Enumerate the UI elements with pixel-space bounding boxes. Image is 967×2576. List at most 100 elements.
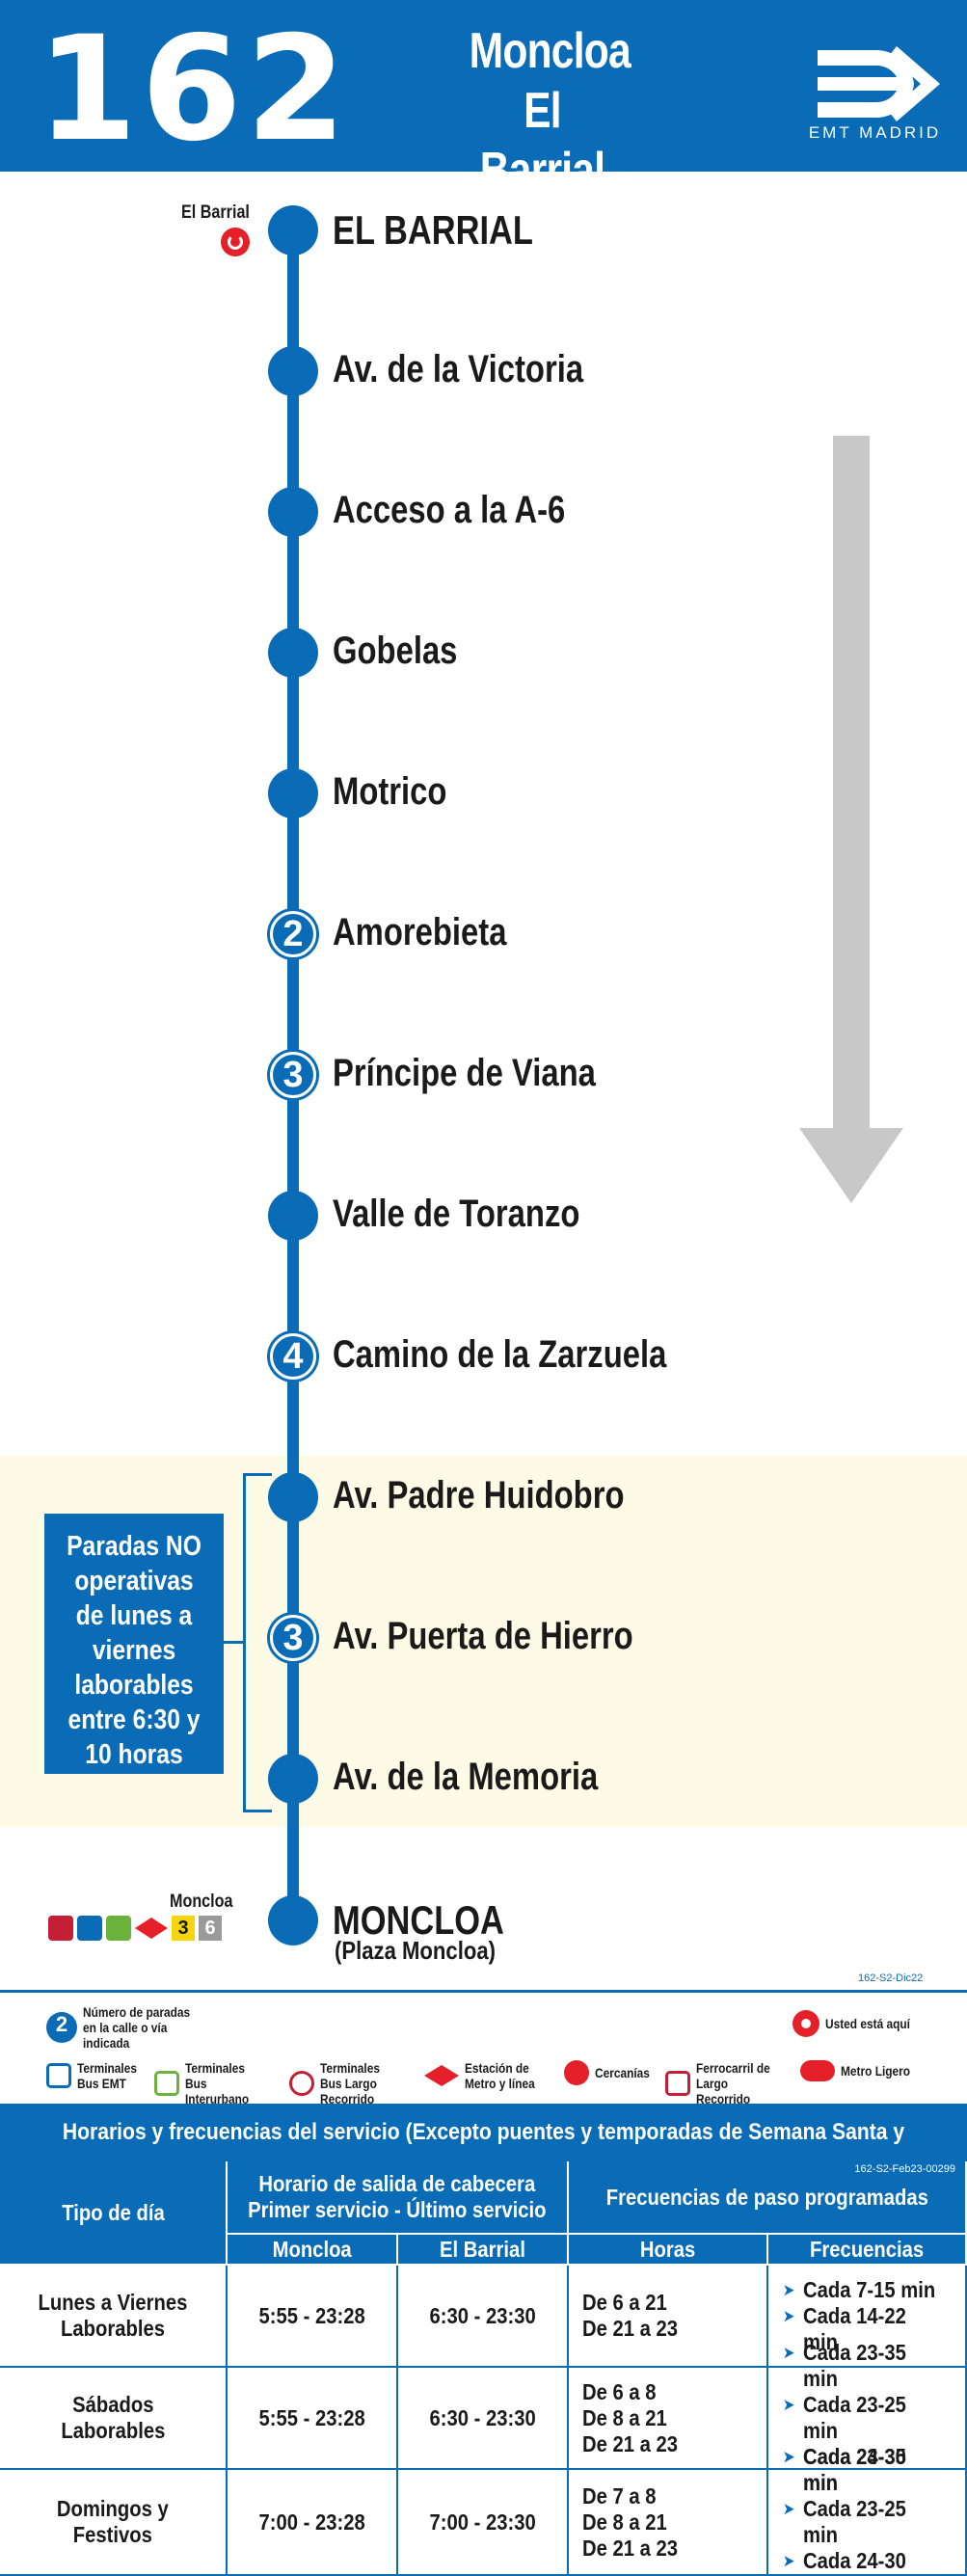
bracket-tick — [224, 1641, 245, 1644]
cell-line: Cada 7-15 min — [783, 2277, 946, 2303]
cell-line: De 8 a 21 — [582, 2404, 667, 2430]
cell-line: Sábados — [71, 2392, 154, 2417]
cell-line: De 6 a 8 — [582, 2378, 657, 2404]
bus-interurbano-icon — [154, 2071, 179, 2096]
cercanias-icon — [564, 2060, 589, 2085]
header: 162 Moncloa El Barrial EMT MADRID — [0, 0, 967, 199]
cell-text: Frecuencias — [809, 2236, 925, 2262]
stop-item: 4 Camino de la Zarzuela — [0, 1324, 967, 1391]
cell-line: De 8 a 21 — [582, 2509, 667, 2535]
legend-you-are-here: Usted está aquí — [792, 2010, 925, 2037]
header-barrial: El Barrial — [398, 2235, 569, 2266]
metro-line-3: 3 — [172, 1916, 195, 1941]
stop-dot — [268, 1754, 318, 1804]
cercanias-icon — [221, 228, 250, 256]
stop-name: Av. de la Memoria — [333, 1756, 599, 1798]
cell-text: Horas — [639, 2236, 696, 2262]
row-barrial-times: 6:30 - 23:30 — [398, 2266, 569, 2368]
moncloa-label: Moncloa — [170, 1892, 233, 1912]
stop-item: Av. de la Victoria — [0, 338, 967, 406]
stop-name: Amorebieta — [333, 911, 507, 953]
legend: 2 Número de paradas en la calle o vía in… — [0, 1990, 967, 2106]
cell-line: Festivos — [72, 2522, 153, 2547]
stop-count-badge: 4 — [270, 1333, 316, 1380]
cell-line: De 21 a 23 — [582, 2316, 679, 2341]
row-moncloa-times: 5:55 - 23:28 — [228, 2368, 398, 2470]
legend-label: Terminales Bus Largo Recorrido — [320, 2060, 380, 2106]
legend-label: Ferrocarril de Largo Recorrido — [696, 2060, 770, 2106]
stop-item: 2 Amorebieta — [0, 901, 967, 969]
note-line: Paradas NO — [67, 1531, 201, 1562]
legend-item: Estación de Metro y línea — [424, 2060, 561, 2091]
stop-item: Acceso a la A-6 — [0, 479, 967, 547]
legend-label: Metro Ligero — [841, 2063, 911, 2079]
metro-line-6: 6 — [199, 1916, 222, 1941]
metro-icon — [424, 2065, 459, 2086]
stop-item: Av. Padre Huidobro — [0, 1464, 967, 1532]
header-moncloa: Moncloa — [228, 2235, 398, 2266]
stop-dot — [268, 628, 318, 678]
stop-name: Motrico — [333, 770, 447, 813]
legend-item: Ferrocarril de Largo Recorrido — [665, 2060, 792, 2106]
stop-name: Av. Padre Huidobro — [333, 1474, 625, 1516]
cell-line: Primer servicio - Último servicio — [248, 2197, 547, 2222]
stop-name: Av. Puerta de Hierro — [333, 1615, 633, 1657]
cell-text: Moncloa — [272, 2236, 352, 2262]
cell-text: 7:00 - 23:28 — [258, 2509, 365, 2535]
stop-dot — [268, 1895, 318, 1945]
cell-text: 7:00 - 23:30 — [429, 2509, 536, 2535]
legend-label: Estación de Metro y línea — [465, 2060, 535, 2091]
stop-item: Valle de Toranzo — [0, 1183, 967, 1250]
stop-dot — [268, 1191, 318, 1241]
last-stop-subtitle: (Plaza Moncloa) — [335, 1936, 497, 1965]
stop-item: 3 Av. Puerta de Hierro — [0, 1605, 967, 1673]
timetable-title: Horarios y frecuencias del servicio (Exc… — [0, 2104, 967, 2203]
destination-2: El Barrial — [479, 83, 605, 199]
stop-name: MONCLOA — [333, 1897, 504, 1943]
stop-name: Camino de la Zarzuela — [333, 1333, 667, 1376]
direction-arrow-icon — [833, 436, 870, 1130]
cell-line: Cada 23-35 min — [783, 2340, 946, 2392]
bus-emt-icon — [77, 1916, 102, 1941]
cell-line: Cada 23-35 min — [783, 2444, 946, 2496]
cell-text: 5:55 - 23:28 — [258, 2302, 365, 2328]
bus-largo-recorrido-icon — [289, 2071, 314, 2096]
stop-count-badge: 2 — [270, 911, 316, 957]
stop-count-badge: 3 — [270, 1615, 316, 1661]
row-moncloa-times: 7:00 - 23:28 — [228, 2470, 398, 2576]
legend-item: Cercanías — [564, 2060, 659, 2085]
cell-line: Domingos y — [57, 2496, 169, 2521]
stop-name: Príncipe de Viana — [333, 1052, 596, 1094]
stop-name: Valle de Toranzo — [333, 1193, 580, 1235]
header-frequencies: Frecuencias — [768, 2235, 967, 2266]
note-line: de lunes a — [75, 1600, 193, 1631]
stop-dot — [268, 205, 318, 255]
metro-icon — [135, 1918, 168, 1939]
cell-line: Cada 23-25 min — [783, 2392, 946, 2444]
stop-item: Gobelas — [0, 620, 967, 687]
stop-dot — [268, 487, 318, 537]
cell-text: 5:55 - 23:28 — [258, 2404, 365, 2430]
cell-text: El Barrial — [440, 2236, 525, 2262]
stop-item: MONCLOA — [0, 1888, 967, 1955]
cell-line: De 6 a 21 — [582, 2290, 667, 2315]
logo-text: EMT MADRID — [808, 123, 942, 142]
stop-name: Acceso a la A-6 — [333, 489, 566, 531]
cell-line: De 21 a 23 — [582, 2430, 679, 2456]
legend-label: Terminales Bus EMT — [77, 2060, 137, 2091]
row-barrial-times: 6:30 - 23:30 — [398, 2368, 569, 2470]
cell-line: Lunes a Viernes — [38, 2290, 188, 2315]
header-frequency: Frecuencias de paso programadas — [569, 2161, 967, 2235]
note-line: viernes — [92, 1635, 176, 1666]
legend-stop-count: 2 Número de paradas en la calle o vía in… — [46, 2004, 228, 2051]
route-destinations: Moncloa El Barrial — [453, 21, 631, 201]
you-are-here-icon — [792, 2010, 819, 2037]
note-line: entre 6:30 y — [67, 1704, 201, 1735]
